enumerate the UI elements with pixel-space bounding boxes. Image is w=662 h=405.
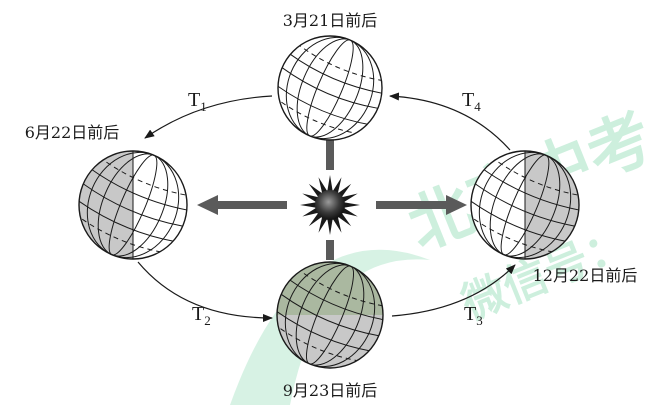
- label-autumn-equinox: 9月23日前后: [283, 381, 378, 400]
- ray-right-head: [446, 195, 467, 215]
- label-summer-solstice: 6月22日前后: [25, 123, 120, 142]
- ray-left-head: [197, 195, 218, 215]
- orbit-arc-t1: [144, 95, 273, 139]
- orbit-arc-t3: [391, 264, 516, 317]
- ray-right: [376, 201, 448, 209]
- orbit-arc-t4: [389, 92, 511, 151]
- globe-winter-solstice: [470, 150, 580, 260]
- watermark: 北京中考 微信号：: [230, 100, 662, 405]
- label-t3: T3: [464, 303, 483, 328]
- label-spring-equinox: 3月21日前后: [283, 11, 378, 30]
- label-winter-solstice: 12月22日前后: [533, 266, 638, 285]
- ray-down: [326, 240, 334, 260]
- orbit-arc-t2: [137, 261, 273, 322]
- label-t4: T4: [462, 89, 481, 114]
- globe-spring-equinox: [277, 35, 383, 141]
- label-t1: T1: [188, 89, 207, 114]
- orbit-arcs: [137, 92, 516, 322]
- ray-left: [215, 201, 287, 209]
- ray-up: [326, 132, 334, 170]
- globe-summer-solstice: [78, 150, 188, 260]
- watermark-swoosh: [230, 249, 430, 405]
- sun-icon: [300, 175, 360, 235]
- label-t2: T2: [192, 303, 211, 328]
